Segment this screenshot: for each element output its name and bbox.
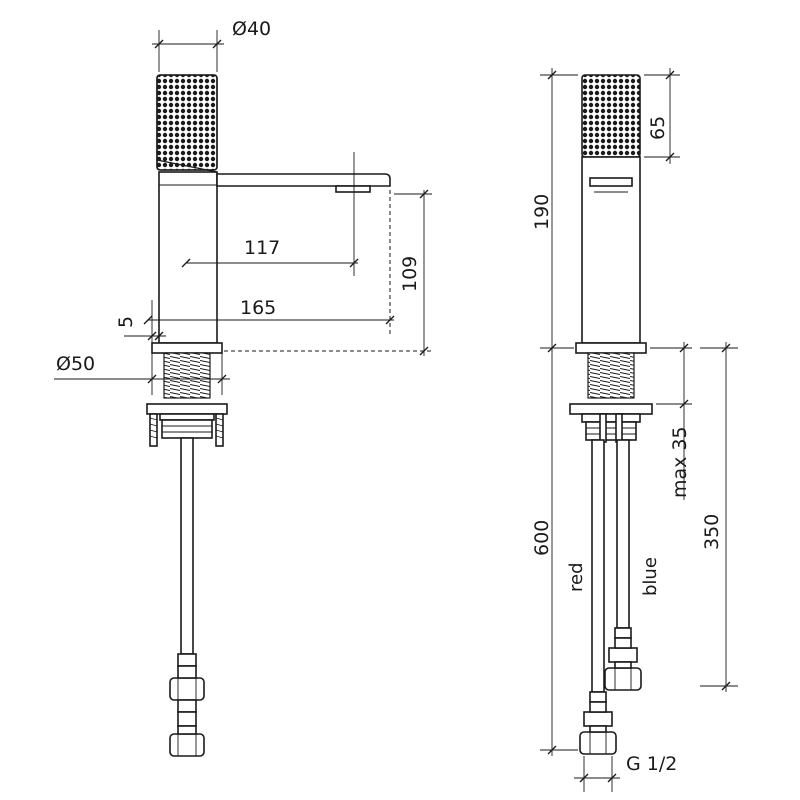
dim-handle-height: 65 bbox=[644, 68, 680, 164]
dim-spout-reach-inner: 117 bbox=[181, 152, 359, 276]
hose-blue-label: blue bbox=[640, 557, 661, 596]
side-hose-red bbox=[591, 439, 605, 693]
front-spout bbox=[216, 173, 391, 193]
dim-base-diameter: Ø50 bbox=[54, 353, 230, 395]
dim-offset-label: 5 bbox=[115, 316, 137, 328]
dim-max-thickness: max 35 bbox=[650, 342, 692, 500]
dim-spout-diameter-label: Ø40 bbox=[232, 18, 271, 40]
dim-outlet-height: 109 bbox=[224, 189, 432, 356]
front-base bbox=[151, 342, 223, 354]
dim-body-height-label: 190 bbox=[531, 194, 553, 230]
side-body bbox=[581, 156, 641, 344]
dim-hose-length-label: 600 bbox=[531, 520, 553, 556]
front-threaded-shank bbox=[163, 352, 211, 399]
dim-body-height: 190 bbox=[531, 68, 578, 353]
dim-spout-reach-inner-label: 117 bbox=[244, 237, 280, 259]
dim-base-diameter-label: Ø50 bbox=[56, 353, 95, 375]
dim-offset: 5 bbox=[115, 300, 166, 343]
front-view: Ø40 117 165 5 bbox=[54, 18, 432, 757]
side-threaded-shank bbox=[587, 352, 635, 399]
dim-max-thickness-label: max 35 bbox=[669, 426, 691, 498]
dim-shank-length: 350 bbox=[700, 342, 738, 692]
dim-connection-thread-label: G 1/2 bbox=[626, 753, 677, 775]
front-body bbox=[158, 171, 218, 344]
dim-shank-length-label: 350 bbox=[701, 514, 723, 550]
front-handle bbox=[156, 74, 218, 171]
dim-spout-diameter: Ø40 bbox=[152, 18, 271, 72]
side-hose-blue bbox=[616, 439, 630, 629]
dim-hose-length: 600 bbox=[531, 348, 578, 756]
dim-spout-reach-outer: 165 bbox=[143, 190, 395, 334]
dim-handle-height-label: 65 bbox=[647, 116, 669, 140]
side-base bbox=[575, 342, 647, 354]
dim-outlet-height-label: 109 bbox=[399, 256, 421, 292]
front-hose bbox=[180, 437, 194, 655]
side-view: red blue 65 190 600 bbox=[531, 68, 738, 792]
dim-spout-reach-outer-label: 165 bbox=[240, 297, 276, 319]
hose-red-label: red bbox=[566, 562, 587, 592]
side-handle bbox=[581, 74, 641, 158]
dim-connection-thread: G 1/2 bbox=[574, 753, 677, 792]
